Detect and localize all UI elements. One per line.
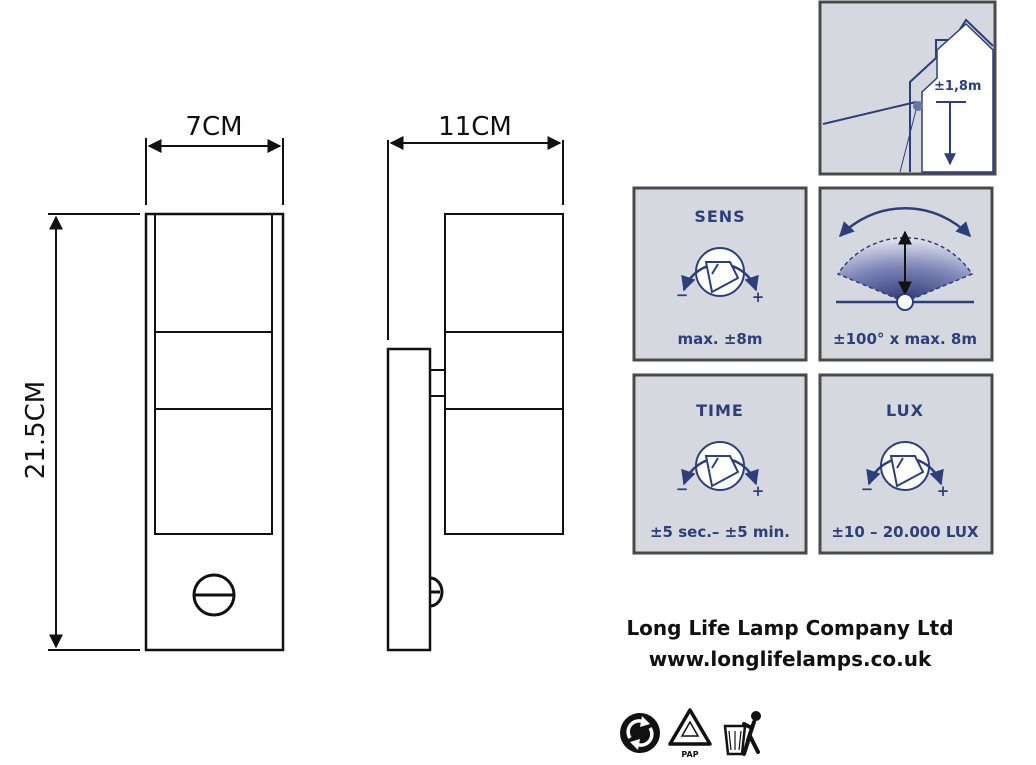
house-height-label: ±1,8m	[934, 79, 981, 94]
front-height-label: 21.5CM	[21, 381, 51, 479]
sens-minus: −	[676, 286, 689, 304]
side-upper-cylinder	[444, 213, 564, 333]
front-lower-cylinder	[154, 408, 273, 535]
side-pir-sensor-icon	[429, 576, 444, 608]
house-sensor-dot	[913, 101, 923, 111]
company-url[interactable]: www.longlifelamps.co.uk	[648, 647, 932, 671]
time-panel: TIME − + ±5 sec.– ±5 min.	[632, 373, 808, 555]
side-arm	[429, 369, 446, 397]
house-ground-ray-2	[899, 109, 917, 173]
house-ground-ray	[822, 101, 917, 125]
sens-plus: +	[752, 288, 765, 306]
house-panel: ±1,8m	[818, 0, 997, 176]
time-minus: −	[676, 480, 689, 498]
lux-title: LUX	[886, 401, 924, 420]
sens-panel: SENS − + max. ±8m	[632, 186, 808, 362]
pap-recycle-triangle-icon: PAP	[668, 708, 712, 759]
time-title: TIME	[696, 401, 744, 420]
lux-value: ±10 – 20.000 LUX	[831, 523, 979, 541]
side-middle-band	[444, 331, 564, 410]
side-depth-label: 11CM	[438, 112, 512, 142]
angle-sensor-dot	[896, 293, 914, 311]
sens-value: max. ±8m	[678, 330, 763, 348]
recycling-icons: PAP	[620, 708, 761, 759]
front-upper-cylinder	[154, 213, 273, 333]
time-plus: +	[752, 482, 765, 500]
side-wall-plate	[386, 347, 432, 652]
front-middle-band	[154, 331, 273, 410]
angle-panel: ±100° x max. 8m	[818, 186, 994, 362]
angle-arc-arrow	[838, 207, 972, 238]
lux-panel: LUX − + ±10 – 20.000 LUX	[818, 373, 994, 555]
sens-dial-icon	[681, 247, 759, 297]
lux-plus: +	[937, 482, 950, 500]
lux-minus: −	[861, 480, 874, 498]
side-view	[386, 136, 564, 652]
front-view	[48, 138, 285, 652]
pap-label: PAP	[681, 750, 698, 759]
front-width-label: 7CM	[185, 112, 242, 142]
angle-value: ±100° x max. 8m	[833, 330, 977, 348]
time-value: ±5 sec.– ±5 min.	[650, 523, 790, 541]
side-lower-cylinder	[444, 408, 564, 535]
time-dial-icon	[681, 441, 759, 491]
lux-dial-icon	[866, 441, 944, 491]
house-wall-fill	[921, 22, 994, 173]
front-backplate	[144, 212, 285, 652]
sens-title: SENS	[694, 207, 745, 226]
recycle-circle-icon	[620, 713, 660, 753]
house-icon	[909, 18, 994, 172]
tidyman-bin-icon	[723, 711, 761, 756]
company-name: Long Life Lamp Company Ltd	[626, 616, 954, 640]
